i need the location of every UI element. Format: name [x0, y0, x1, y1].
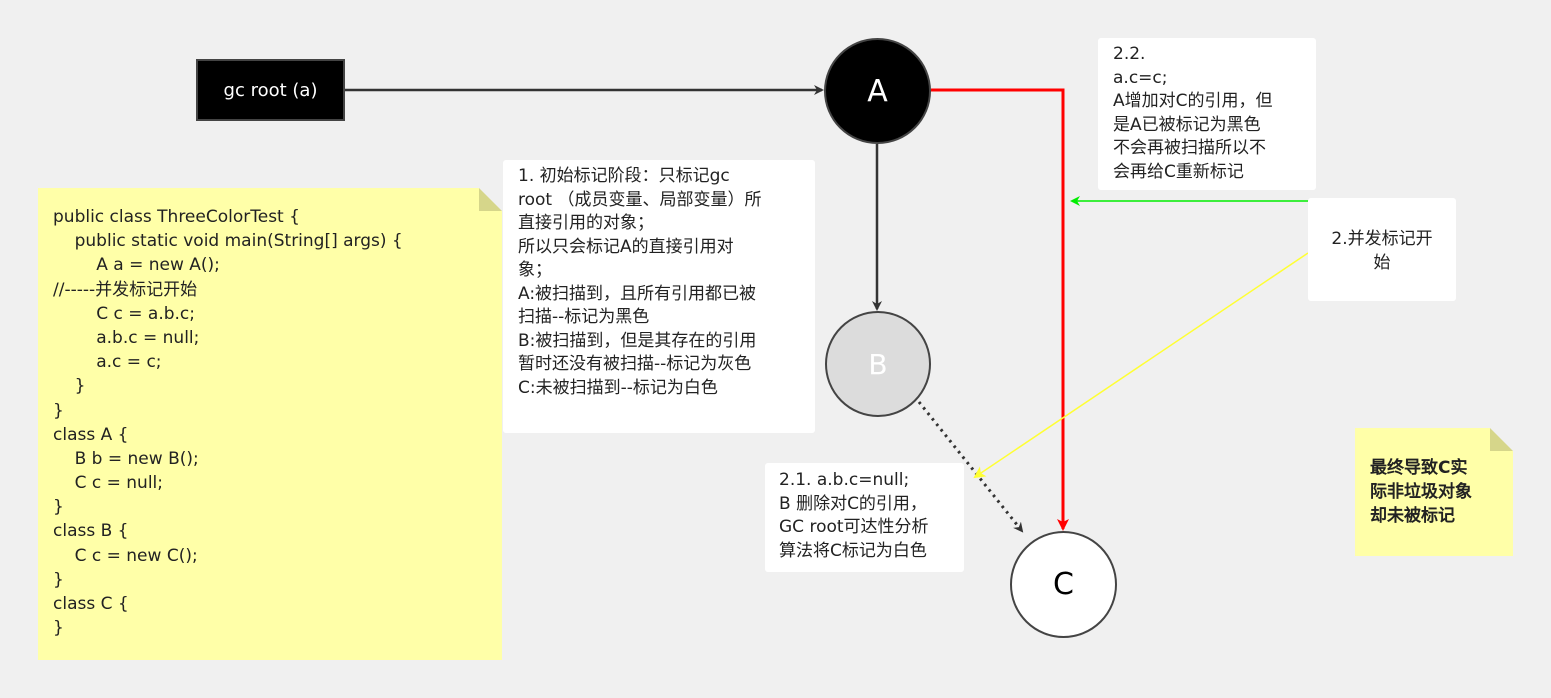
code-line: }: [53, 400, 64, 421]
note-fold-corner: [479, 188, 502, 211]
code-line: class B {: [53, 521, 129, 542]
code-sticky-note: public class ThreeColorTest { public sta…: [38, 188, 502, 660]
code-line: }: [53, 618, 64, 639]
conclusion-sticky-note: 最终导致C实 际非垃圾对象 却未被标记: [1355, 428, 1513, 556]
code-line: C c = a.b.c;: [53, 303, 195, 324]
step1-line: 1. 初始标记阶段：只标记gc: [518, 166, 730, 186]
step2-1-line: 算法将C标记为白色: [779, 540, 927, 561]
gc-root-node: gc root (a): [196, 59, 345, 121]
code-line: a.c = c;: [53, 352, 162, 373]
step2-2-line: 是A已被标记为黑色: [1113, 114, 1261, 135]
node-b: B: [825, 311, 931, 417]
conclusion-line: 际非垃圾对象: [1370, 482, 1472, 502]
node-c-label: C: [1053, 567, 1074, 602]
code-line: }: [53, 497, 64, 518]
step2-2-line: 不会再被扫描所以不: [1113, 138, 1266, 158]
code-line: A a = new A();: [53, 255, 220, 276]
code-line: class A {: [53, 424, 129, 445]
step2-1-line: B 删除对C的引用，: [779, 493, 927, 514]
step1-line: 暂时还没有被扫描--标记为灰色: [518, 354, 752, 374]
step2-1-line: GC root可达性分析: [779, 517, 929, 537]
code-line: }: [53, 376, 86, 397]
code-line: public static void main(String[] args) {: [53, 231, 403, 252]
node-a-label: A: [867, 73, 888, 109]
step2-2-line: A增加对C的引用，但: [1113, 91, 1273, 111]
step2-2-line: a.c=c;: [1113, 67, 1168, 88]
conclusion-line: 却未被标记: [1370, 506, 1455, 526]
code-line: //-----并发标记开始: [53, 279, 198, 300]
node-b-label: B: [868, 347, 888, 381]
step1-line: C:未被扫描到--标记为白色: [518, 377, 718, 398]
step1-line: B:被扫描到，但是其存在的引用: [518, 330, 757, 351]
code-line: C c = new C();: [53, 545, 198, 566]
edge-a-to-c-red: [931, 88, 1069, 531]
code-line: public class ThreeColorTest {: [53, 207, 300, 227]
step1-line: 直接引用的对象；: [518, 213, 654, 233]
step1-line: 扫描--标记为黑色: [518, 307, 650, 327]
code-line: B b = new B();: [53, 448, 199, 469]
gc-root-label: gc root (a): [223, 79, 318, 101]
step2-2-line: 会再给C重新标记: [1113, 161, 1244, 182]
step1-line: 所以只会标记A的直接引用对: [518, 236, 734, 257]
node-c: C: [1010, 531, 1117, 638]
step2-1-line: 2.1. a.b.c=null;: [779, 470, 910, 490]
step2-1-annotation-card: 2.1. a.b.c=null; B 删除对C的引用， GC root可达性分析…: [765, 463, 964, 572]
code-line: class C {: [53, 594, 129, 614]
step2-2-line: 2.2.: [1113, 44, 1146, 64]
code-line: a.b.c = null;: [53, 327, 200, 348]
code-line: C c = null;: [53, 473, 164, 494]
step2-line: 始: [1373, 252, 1391, 273]
step1-line: root （成员变量、局部变量）所: [518, 189, 762, 210]
node-a: A: [824, 38, 931, 144]
step2-annotation-card: 2.并发标记开 始: [1308, 198, 1456, 301]
code-line: }: [53, 569, 64, 590]
step1-line: A:被扫描到，且所有引用都已被: [518, 283, 757, 304]
step2-line: 2.并发标记开: [1331, 229, 1433, 249]
step1-annotation-card: 1. 初始标记阶段：只标记gc root （成员变量、局部变量）所 直接引用的对…: [503, 160, 815, 433]
note-fold-corner: [1490, 428, 1513, 451]
conclusion-line: 最终导致C实: [1370, 458, 1468, 478]
edge-step2-to-dotted-yellow: [973, 252, 1309, 479]
step1-line: 象；: [518, 260, 552, 280]
step2-2-annotation-card: 2.2. a.c=c; A增加对C的引用，但 是A已被标记为黑色 不会再被扫描所…: [1098, 38, 1316, 190]
